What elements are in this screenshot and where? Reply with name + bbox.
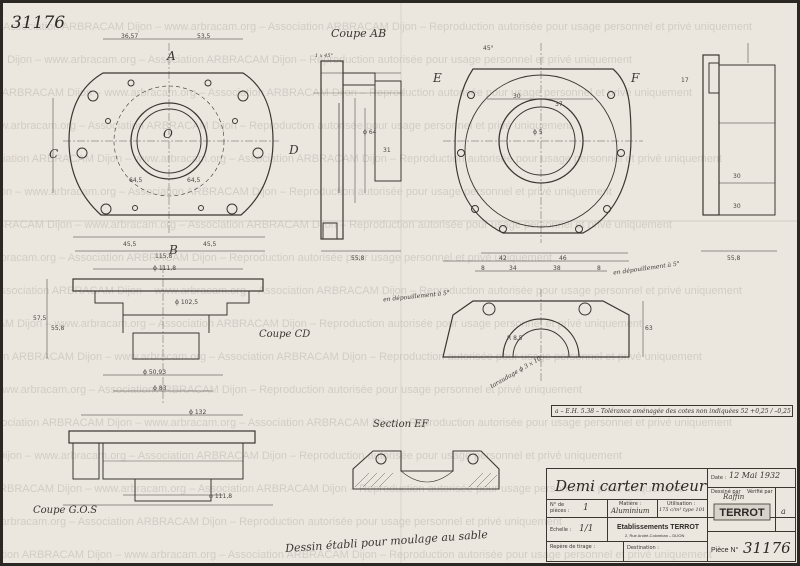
right-side-view bbox=[701, 43, 777, 252]
marker-d: D bbox=[289, 143, 299, 157]
dimension-label: 17 bbox=[681, 77, 689, 84]
qty-label: N° de pièces : bbox=[550, 502, 570, 514]
technical-drawing bbox=[3, 3, 797, 563]
drawn-value: Raffin bbox=[723, 493, 745, 501]
dimension-label: ϕ 50,93 bbox=[143, 369, 167, 376]
dimension-label: 34 bbox=[509, 265, 517, 272]
scale-label: Echelle : bbox=[550, 527, 572, 533]
material-value: Aluminium bbox=[611, 507, 650, 515]
scale-value: 1/1 bbox=[579, 524, 594, 534]
dimension-label: 30 bbox=[733, 203, 741, 210]
dimension-label: 36,57 bbox=[121, 33, 139, 40]
dimension-label: 30 bbox=[733, 173, 741, 180]
dimension-label: ϕ 132 bbox=[189, 409, 207, 416]
destination-label: Destination : bbox=[627, 545, 659, 551]
usage-value: 175 c/m³ type 101 bbox=[659, 507, 706, 513]
dimension-label: 63 bbox=[645, 325, 653, 332]
marker-o: O bbox=[163, 127, 173, 141]
dimension-label: ϕ 64 bbox=[363, 129, 377, 136]
sheet-number: 31176 bbox=[11, 13, 66, 33]
dimension-label: 37 bbox=[555, 101, 563, 108]
section-ef-view bbox=[352, 450, 500, 490]
piece-number-label: Pièce N° bbox=[711, 547, 739, 554]
dimension-label: 55,8 bbox=[727, 255, 741, 262]
reference-label: Repère de tirage : bbox=[550, 544, 596, 550]
dimension-label: 31 bbox=[383, 147, 391, 154]
logo-text: TERROT bbox=[719, 507, 765, 519]
dimension-label: 115,8 bbox=[155, 253, 173, 260]
dimension-label: 45,5 bbox=[123, 241, 137, 248]
note-chamfer: 1 x 45° bbox=[315, 53, 334, 59]
dimension-label: ϕ 5 bbox=[533, 129, 543, 136]
label-section-ef: Section EF bbox=[373, 419, 429, 430]
dimension-label: 46 bbox=[559, 255, 567, 262]
dimension-label: 53,5 bbox=[197, 33, 211, 40]
marker-a: A bbox=[167, 49, 176, 63]
terrot-logo: TERROT bbox=[713, 503, 771, 521]
section-ab-view bbox=[313, 60, 403, 252]
drawn-label: Dessiné par bbox=[711, 489, 741, 495]
dimension-label: 45,5 bbox=[203, 241, 217, 248]
front-view bbox=[52, 38, 279, 252]
rear-section-view bbox=[442, 260, 644, 383]
label-section-gos: Coupe G.O.S bbox=[33, 505, 98, 516]
date-value: 12 Mai 1932 bbox=[729, 471, 781, 480]
drawing-sheet: Association ARBRACAM Dijon – www.arbraca… bbox=[3, 3, 797, 563]
section-gos-view bbox=[63, 414, 273, 506]
dimension-label: ϕ 83 bbox=[153, 385, 167, 392]
dimension-label: 57,5 bbox=[33, 315, 47, 322]
drawing-title: Demi carter moteur bbox=[555, 477, 707, 495]
marker-b: B bbox=[169, 243, 178, 257]
company-address: 2, Rue André-Colomban – DIJON bbox=[625, 533, 685, 538]
dimension-label: 8 bbox=[481, 265, 485, 272]
dimension-label: 64,5 bbox=[187, 177, 201, 184]
dimension-label: 45° bbox=[483, 45, 494, 52]
dimension-label: 55,8 bbox=[51, 325, 65, 332]
marker-c: C bbox=[49, 147, 59, 161]
material-label: Matière : bbox=[619, 501, 642, 507]
dimension-label: 42 bbox=[499, 255, 507, 262]
marker-e: E bbox=[433, 71, 442, 85]
dimension-label: 55,8 bbox=[351, 255, 365, 262]
dimension-label: R 8,5 bbox=[507, 335, 523, 342]
title-block: Demi carter moteur Date : 12 Mai 1932 De… bbox=[546, 468, 796, 562]
dimension-label: 8 bbox=[597, 265, 601, 272]
usage-label: Utilisation : bbox=[667, 501, 696, 507]
dimension-label: 64,5 bbox=[129, 177, 143, 184]
label-section-cd: Coupe CD bbox=[259, 329, 311, 340]
dimension-label: 30 bbox=[513, 93, 521, 100]
label-section-ab: Coupe AB bbox=[331, 27, 387, 40]
section-cd-view bbox=[46, 265, 264, 403]
dimension-label: ϕ 102,5 bbox=[175, 299, 199, 306]
date-label: Date : bbox=[711, 475, 727, 481]
revision-note: a – E.H. 5.38 – Tolérance aménagée des c… bbox=[551, 405, 793, 417]
rear-view bbox=[443, 43, 643, 254]
company-name: Etablissements TERROT bbox=[617, 524, 700, 531]
revision-letter: a bbox=[781, 507, 786, 516]
dimension-label: ϕ 111,8 bbox=[153, 265, 177, 272]
piece-number: 31176 bbox=[743, 539, 791, 557]
dimension-label: 38 bbox=[553, 265, 561, 272]
checked-label: Vérifié par bbox=[747, 489, 773, 495]
qty-value: 1 bbox=[583, 503, 589, 513]
dimension-label: ϕ 111,8 bbox=[209, 493, 233, 500]
marker-f: F bbox=[631, 71, 640, 85]
